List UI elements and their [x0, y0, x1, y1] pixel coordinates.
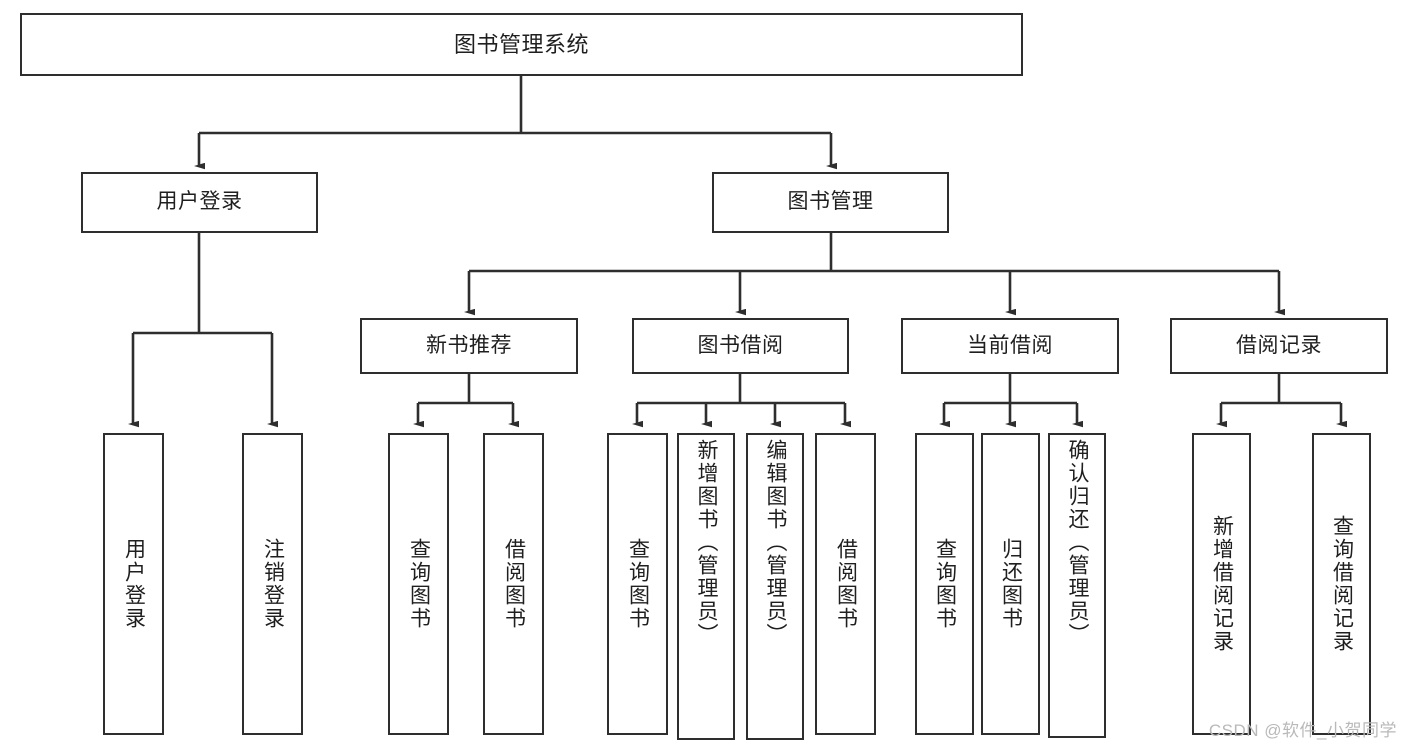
leaf-edit-book-admin[interactable]: 编辑图书（管理员） [746, 433, 804, 740]
leaf-query-borrow-record[interactable]: 查询借阅记录 [1312, 433, 1371, 735]
leaf-add-book-admin-label: 新增图书（管理员） [695, 439, 719, 646]
leaf-logout[interactable]: 注销登录 [242, 433, 303, 735]
leaf-query-book-current[interactable]: 查询图书 [915, 433, 974, 735]
node-root-system[interactable]: 图书管理系统 [20, 13, 1023, 76]
leaf-query-book-current-label: 查询图书 [933, 538, 957, 630]
leaf-return-book[interactable]: 归还图书 [981, 433, 1040, 735]
node-current-borrow[interactable]: 当前借阅 [901, 318, 1119, 374]
leaf-query-book-recommend-label: 查询图书 [407, 538, 431, 630]
leaf-add-book-admin[interactable]: 新增图书（管理员） [677, 433, 735, 740]
leaf-add-borrow-record[interactable]: 新增借阅记录 [1192, 433, 1251, 735]
node-borrow-record[interactable]: 借阅记录 [1170, 318, 1388, 374]
node-user-login[interactable]: 用户登录 [81, 172, 318, 233]
node-current-borrow-label: 当前借阅 [967, 333, 1053, 357]
node-borrow-record-label: 借阅记录 [1236, 333, 1322, 357]
node-user-login-label: 用户登录 [156, 190, 243, 214]
leaf-borrow-book-recommend[interactable]: 借阅图书 [483, 433, 544, 735]
node-book-management[interactable]: 图书管理 [712, 172, 949, 233]
leaf-confirm-return-admin[interactable]: 确认归还（管理员） [1048, 433, 1106, 738]
leaf-user-login-label: 用户登录 [122, 538, 146, 630]
leaf-query-book-borrow-label: 查询图书 [626, 538, 650, 630]
leaf-edit-book-admin-label: 编辑图书（管理员） [764, 439, 788, 646]
csdn-watermark: CSDN @软件_小贺同学 [1208, 721, 1397, 740]
node-book-borrow-label: 图书借阅 [697, 333, 784, 357]
node-new-book-recommend[interactable]: 新书推荐 [360, 318, 578, 374]
node-root-system-label: 图书管理系统 [453, 31, 589, 57]
leaf-logout-label: 注销登录 [261, 538, 285, 630]
leaf-borrow-book-label: 借阅图书 [834, 538, 858, 630]
leaf-borrow-book-recommend-label: 借阅图书 [502, 538, 526, 630]
leaf-query-book-recommend[interactable]: 查询图书 [388, 433, 449, 735]
node-book-borrow[interactable]: 图书借阅 [632, 318, 849, 374]
node-book-management-label: 图书管理 [787, 190, 874, 214]
leaf-add-borrow-record-label: 新增借阅记录 [1210, 515, 1234, 653]
leaf-confirm-return-admin-label: 确认归还（管理员） [1066, 439, 1090, 646]
node-new-book-recommend-label: 新书推荐 [426, 333, 512, 357]
leaf-query-borrow-record-label: 查询借阅记录 [1330, 515, 1354, 653]
leaf-return-book-label: 归还图书 [999, 538, 1023, 630]
leaf-borrow-book[interactable]: 借阅图书 [815, 433, 876, 735]
leaf-user-login[interactable]: 用户登录 [103, 433, 164, 735]
leaf-query-book-borrow[interactable]: 查询图书 [607, 433, 668, 735]
